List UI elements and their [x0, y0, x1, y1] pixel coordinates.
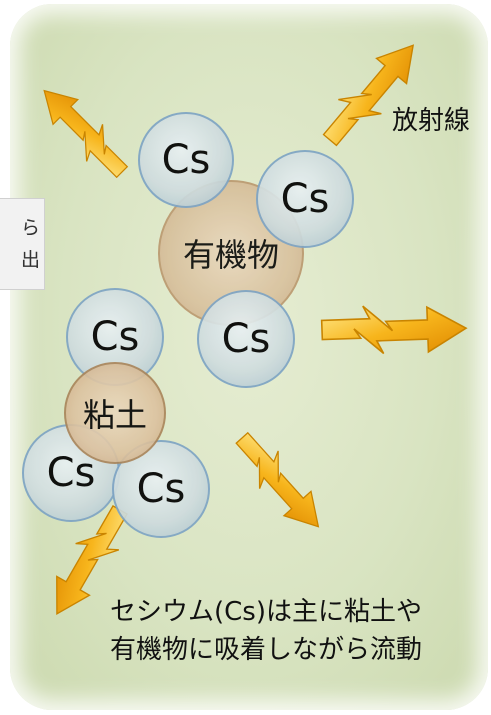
radiation-arrow-icon-lower-right: [225, 425, 335, 540]
organic-matter-label: 有機物: [182, 236, 279, 274]
caption-line1: セシウム(Cs)は主に粘土や: [110, 597, 422, 627]
cs-particle-2: Cs: [256, 150, 354, 248]
side-note-box: ら 出: [0, 198, 45, 290]
cs-label: Cs: [90, 314, 140, 360]
side-note-line1: ら: [20, 217, 40, 239]
cs-particle-1: Cs: [138, 112, 234, 208]
cs-label: Cs: [280, 176, 330, 222]
radiation-arrow-icon-right: [320, 301, 468, 357]
radiation-arrow-icon-top-left: [29, 77, 137, 185]
cs-label: Cs: [161, 137, 211, 183]
caption-line2: 有機物に吸着しながら流動: [110, 635, 423, 665]
side-note-line2: 出: [20, 249, 40, 271]
cs-label: Cs: [136, 466, 186, 512]
clay-label: 粘土: [82, 396, 147, 434]
clay-particle: 粘土: [64, 362, 166, 464]
caption: セシウム(Cs)は主に粘土や 有機物に吸着しながら流動: [110, 593, 422, 669]
cs-label: Cs: [221, 316, 271, 362]
radiation-label: 放射線: [392, 106, 471, 136]
cs-label: Cs: [46, 450, 96, 496]
cs-particle-3: Cs: [197, 290, 295, 388]
